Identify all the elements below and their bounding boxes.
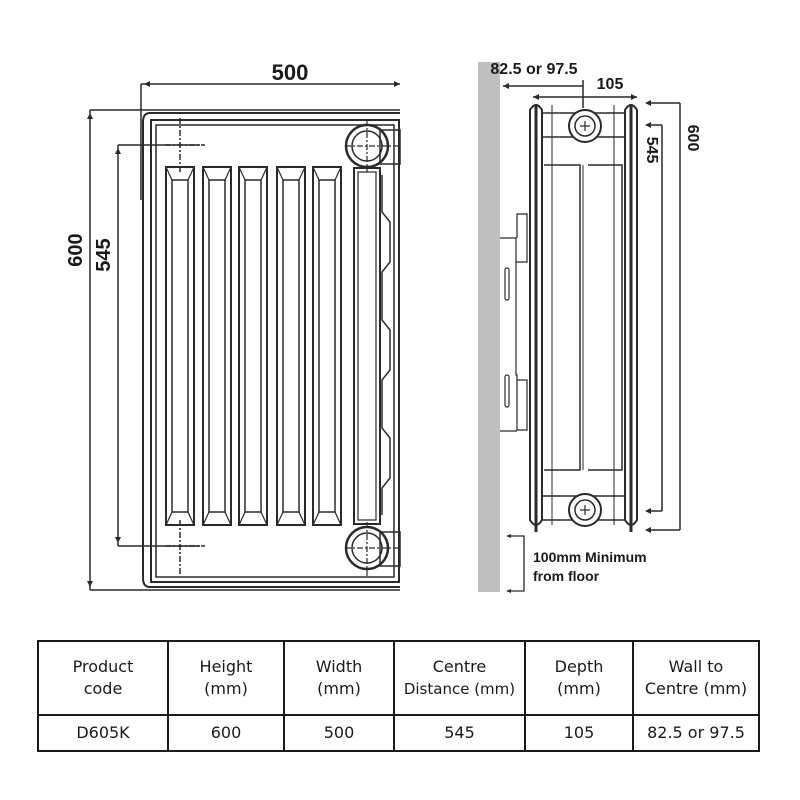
wall [478, 62, 500, 592]
table-row: D605K 600 500 545 105 82.5 or 97.5 [37, 714, 760, 752]
radiator-technical-drawing: 500 600 545 [65, 60, 701, 593]
floor-clearance-note-line2: from floor [533, 568, 600, 584]
header-width: Width(mm) [283, 640, 395, 716]
cell-depth: 105 [524, 714, 634, 752]
wall-bracket [500, 213, 528, 432]
side-centre-label: 545 [643, 137, 660, 164]
front-width-label: 500 [272, 60, 309, 85]
floor-clearance-note-line1: 100mm Minimum [533, 549, 647, 565]
side-view [478, 62, 681, 593]
cell-product-code: D605K [37, 714, 169, 752]
bottom-valve-fitting [344, 522, 401, 576]
radiator-columns [165, 166, 342, 526]
front-centre-label: 545 [93, 238, 115, 271]
header-depth: Depth(mm) [524, 640, 634, 716]
cell-centre-distance: 545 [393, 714, 526, 752]
cell-height: 600 [167, 714, 285, 752]
wall-to-centre-label: 82.5 or 97.5 [490, 61, 577, 78]
side-top-valve [568, 109, 602, 143]
front-view [87, 81, 401, 591]
header-height: Height(mm) [167, 640, 285, 716]
side-bottom-valve [568, 493, 602, 527]
cell-width: 500 [283, 714, 395, 752]
cell-wall-to-centre: 82.5 or 97.5 [632, 714, 760, 752]
depth-label: 105 [597, 76, 624, 93]
front-height-label: 600 [65, 233, 87, 266]
side-height-label: 600 [684, 125, 701, 152]
top-valve-fitting [344, 120, 401, 172]
